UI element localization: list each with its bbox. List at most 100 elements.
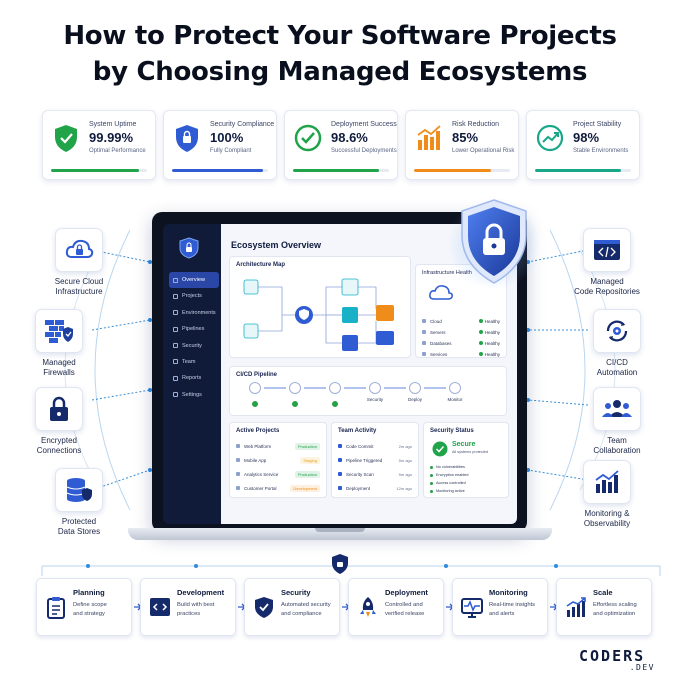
nav-icon [173,277,178,283]
feature-protected-data-stores: Protected Data Stores [29,468,129,537]
pipeline-step-icon [329,382,341,394]
status-badge: Production [294,442,320,450]
security-item-label: No vulnerabilities [436,465,465,469]
security-item-label: Access controlled [436,481,466,485]
nav-icon [173,293,178,299]
sidebar-item-pipelines[interactable]: Pipelines [169,321,219,337]
pipeline-check-icon [252,401,258,407]
project-name: Mobile App [244,457,267,463]
workflow-step-desc: Build with best practices [177,602,215,617]
pipeline-step[interactable] [240,382,270,397]
feature-label: Managed Firewalls [42,358,76,377]
secure-state: Secure [452,441,476,448]
pipeline-step[interactable] [320,382,350,397]
team-icon [593,387,641,431]
sidebar-item-overview[interactable]: Overview [169,272,219,288]
workflow-step-title: Deployment [385,588,428,597]
shield-check-icon [255,597,273,618]
infra-icon [422,330,426,334]
activity-name: Security Scan [346,471,374,477]
metric-progress-bar [51,169,147,172]
feature-monitoring-observability: Monitoring & Observability [557,460,657,529]
workflow-step-title: Monitoring [489,588,528,597]
nav-icon [173,343,178,349]
metric-value: 100% [210,130,244,145]
brand-logo: CODERS .DEV [579,647,669,672]
activity-time: 12m ago [396,485,412,491]
sidebar-item-reports[interactable]: Reports [169,370,219,386]
security-item: Monitoring active [430,487,502,495]
metric-progress-fill [51,169,140,172]
laptop-base [128,528,552,540]
project-name: Analytics Service [244,471,279,477]
sidebar-item-projects[interactable]: Projects [169,288,219,304]
architecture-map-panel: Architecture Map [229,256,411,358]
metric-value: 99.99% [89,130,134,145]
feature-label: CI/CD Automation [596,358,638,377]
metric-progress-fill [535,169,622,172]
pipeline-step[interactable] [280,382,310,397]
sidebar-item-label: Settings [182,391,202,398]
workflow-step-desc: Effortless scaling and optimization [593,602,637,617]
database-shield-icon [55,468,103,512]
sidebar-item-label: Security [182,342,202,349]
projects-title: Active Projects [236,428,280,434]
security-shield-icon [448,198,540,290]
sidebar-item-settings[interactable]: Settings [169,387,219,403]
security-item: Encryption enabled [430,471,502,479]
activity-title: Team Activity [338,428,377,434]
status-dot [478,319,483,323]
security-check-dot [430,481,433,485]
sidebar-item-environments[interactable]: Environments [169,305,219,321]
pipeline-step[interactable]: Security [360,382,390,402]
metric-sub: Successful Deployments [331,148,397,154]
security-check-dot [430,473,433,477]
chart-monitor-icon [583,460,631,504]
workflow-step-desc: Define scope and strategy [73,602,107,617]
workflow-step-title: Security [281,588,311,597]
shield-check-icon [55,125,77,152]
security-check-dot [430,465,433,469]
workflow-connector [41,564,661,576]
pipeline-step-label: Monitor [447,397,463,402]
activity-time: 2m ago [398,443,412,449]
status-dot [478,341,483,345]
security-item-label: Encryption enabled [436,473,469,477]
brand-name: CODERS [579,647,646,665]
pipeline-step[interactable]: Monitor [440,382,470,402]
metric-label: Deployment Success [331,121,397,128]
infra-icon [422,341,426,345]
workflow-step-title: Scale [593,588,613,597]
sidebar-item-team[interactable]: Team [169,354,219,370]
workflow-step-title: Development [177,588,225,597]
pipeline-step-icon [409,382,421,394]
pipeline-step[interactable]: Deploy [400,382,430,402]
metric-sub: Optimal Performance [89,148,146,154]
status-dot [478,352,483,356]
pipeline-check-icon [292,401,298,407]
sidebar-item-label: Environments [182,309,216,316]
bar-chart-icon [417,125,441,150]
clipboard-icon [47,597,65,619]
security-item: No vulnerabilities [430,463,502,471]
metric-value: 98% [573,130,600,145]
growth-chart-icon [566,597,586,617]
sidebar-item-security[interactable]: Security [169,338,219,354]
project-icon [236,458,240,462]
